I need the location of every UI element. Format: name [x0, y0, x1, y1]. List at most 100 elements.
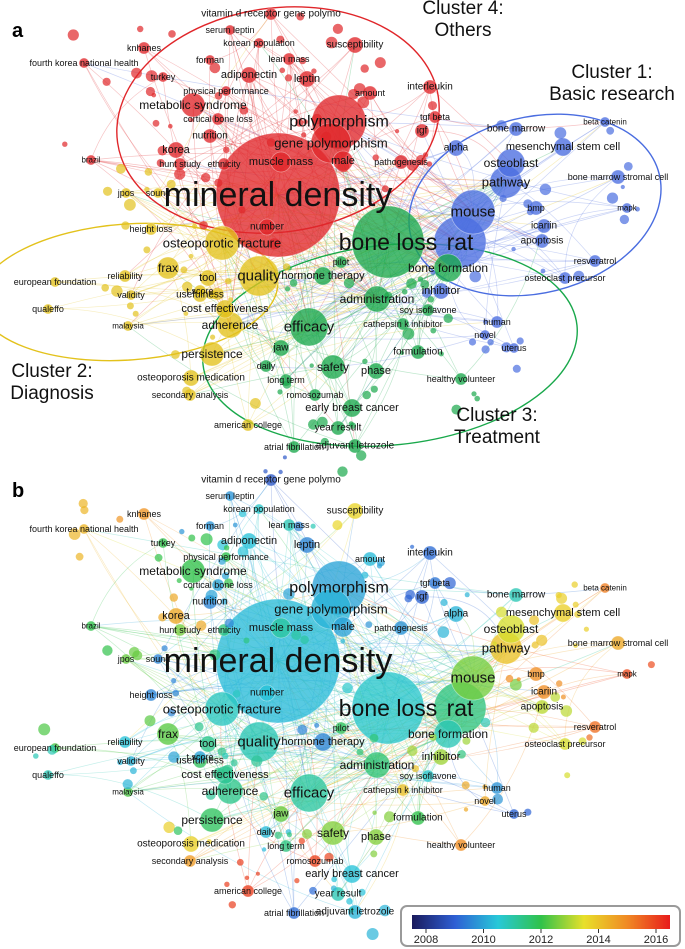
edge	[83, 528, 339, 895]
edge	[189, 321, 498, 396]
term-romosozumab: romosozumab	[286, 856, 343, 866]
term-efficacy: efficacy	[284, 785, 335, 802]
edge	[270, 479, 474, 679]
node-metabolic-syndrome	[180, 92, 206, 118]
edge	[221, 708, 267, 833]
minor-node	[337, 466, 348, 477]
term-adherence: adherence	[202, 784, 259, 798]
panel-label-b: b	[12, 480, 24, 502]
minor-node	[232, 690, 241, 698]
node-sound	[152, 653, 164, 665]
node-cortical-bone-loss	[211, 578, 225, 592]
edge	[221, 708, 295, 914]
term-male: male	[331, 155, 355, 167]
minor-node	[199, 221, 208, 230]
term-apoptosis: apoptosis	[521, 236, 564, 247]
node-muscle-mass	[270, 617, 292, 639]
edge	[209, 59, 223, 244]
minor-node	[137, 25, 144, 33]
edge	[308, 146, 564, 328]
minor-node	[223, 545, 230, 551]
term-beta-catenin: beta catenin	[583, 584, 627, 593]
minor-node	[224, 578, 234, 588]
term-mineral-density: mineral density	[164, 176, 393, 214]
edge	[83, 528, 310, 794]
minor-node	[183, 311, 189, 316]
minor-node	[499, 194, 507, 203]
edge	[83, 62, 339, 429]
minor-node	[130, 767, 137, 775]
edge	[229, 207, 537, 326]
minor-node	[126, 302, 134, 310]
minor-node	[404, 594, 413, 603]
node-mesenchymal-stem-cell	[553, 603, 573, 623]
minor-node	[381, 185, 389, 193]
edge	[354, 789, 404, 913]
node-turkey	[157, 71, 169, 83]
term-hormone-therapy: hormone therapy	[281, 270, 365, 282]
cluster-4-title: Cluster 4:	[422, 0, 503, 19]
term-validity: validity	[117, 290, 145, 300]
minor-node	[346, 898, 353, 905]
minor-node	[487, 339, 494, 346]
minor-node	[348, 89, 359, 100]
node-beta-catenin	[599, 116, 611, 128]
term-mineral-density: mineral density	[164, 642, 393, 680]
node-tgf-beta	[428, 576, 442, 590]
minor-node	[101, 284, 109, 292]
node-cathepsin-k-inhibitor	[396, 317, 410, 331]
edge	[162, 542, 231, 792]
node-alpha	[447, 605, 465, 623]
minor-node	[300, 635, 309, 644]
edge	[258, 642, 619, 743]
term-usefulness: usefulness	[176, 756, 224, 767]
minor-node	[218, 557, 226, 565]
minor-node	[332, 520, 343, 531]
term-phase: phase	[361, 831, 391, 843]
term-atrial-fibrillation: atrial fibrillation	[264, 442, 324, 452]
term-igf: igf	[417, 592, 428, 603]
term-leptin: leptin	[294, 73, 320, 85]
node-ethnicity	[217, 157, 231, 171]
term-interleukin: interleukin	[407, 82, 453, 93]
minor-node	[255, 871, 260, 876]
minor-node	[379, 904, 391, 917]
node-t-score	[193, 750, 207, 764]
minor-node	[261, 847, 267, 852]
term-formulation: formulation	[393, 813, 442, 824]
term-bone-loss: bone loss	[339, 695, 437, 721]
term-fourth-korea-national-health: fourth korea national health	[29, 524, 138, 534]
minor-node	[430, 269, 436, 275]
minor-node	[348, 421, 354, 427]
term-pathway: pathway	[482, 175, 531, 190]
minor-node	[166, 179, 176, 189]
minor-node	[284, 74, 293, 82]
minor-node	[343, 277, 355, 289]
node-mapk	[621, 668, 633, 680]
node-jpos	[120, 187, 132, 199]
edge	[248, 74, 474, 213]
minor-node	[200, 533, 213, 546]
term-height-loss: height loss	[129, 690, 173, 700]
edge	[376, 764, 498, 789]
node-hormone-therapy	[313, 266, 333, 286]
minor-node	[509, 678, 522, 691]
edge	[221, 242, 267, 367]
colorbar-bar	[412, 915, 670, 929]
edge	[127, 774, 429, 793]
term-adjuvant-letrozole: adjuvant letrozole	[316, 907, 395, 918]
minor-node	[529, 615, 540, 626]
node-jaw	[272, 805, 290, 823]
term-jaw: jaw	[272, 809, 289, 820]
term-knhanes: knhanes	[127, 43, 162, 53]
minor-node	[232, 522, 238, 528]
node-tool	[199, 269, 217, 287]
edge	[192, 570, 231, 792]
edge	[221, 242, 295, 448]
minor-node	[144, 168, 153, 176]
term-european-foundation: european foundation	[14, 743, 97, 753]
minor-node	[167, 708, 176, 717]
edge	[130, 544, 308, 762]
term-osteoclast-precursor: osteoclast precursor	[524, 739, 605, 749]
